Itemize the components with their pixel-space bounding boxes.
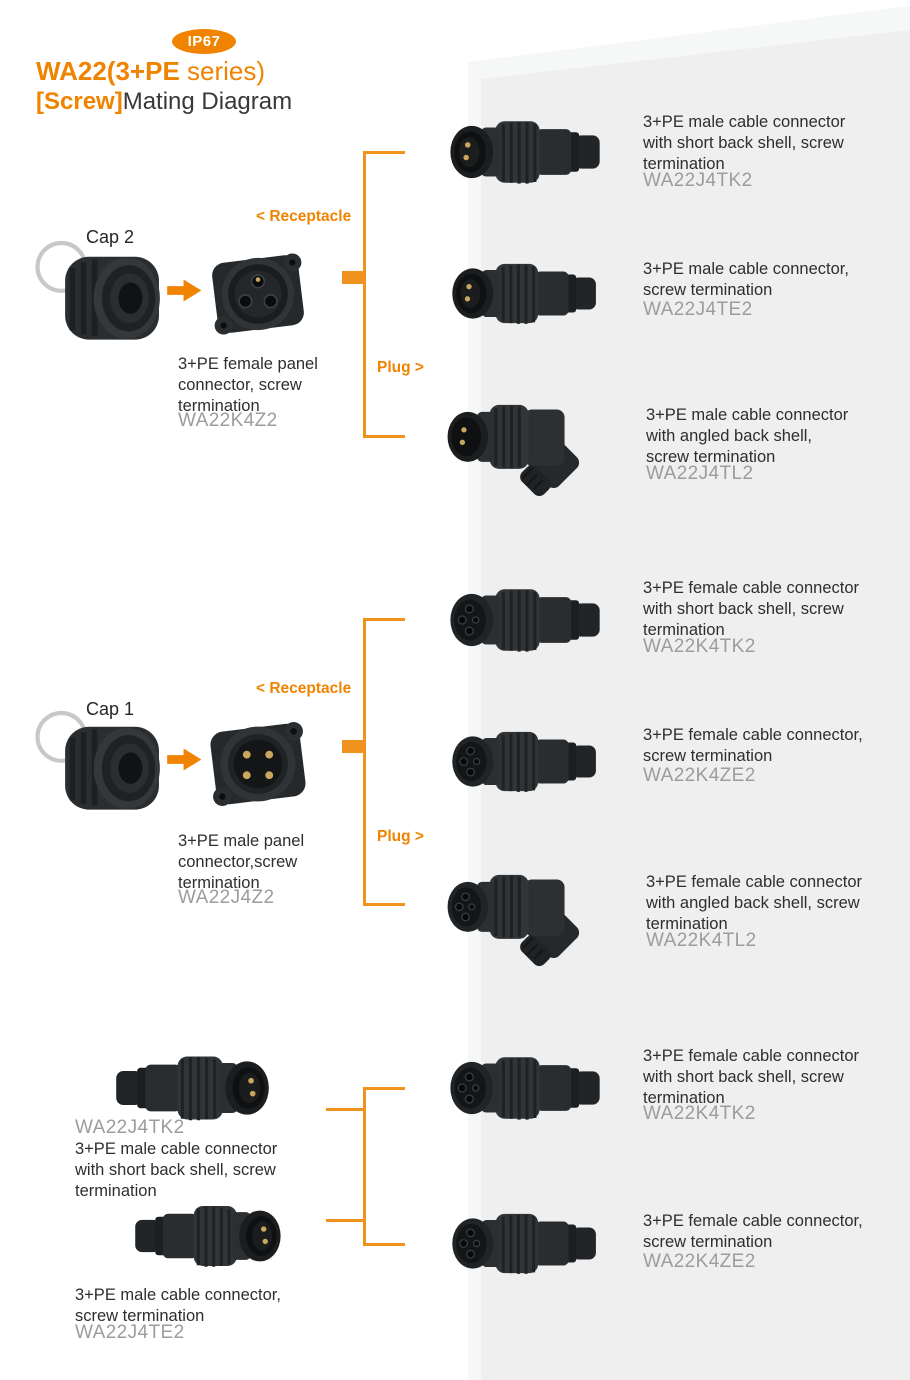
plug-desc: 3+PE female cable connector with angled … bbox=[646, 873, 863, 933]
plug-desc: 3+PE male cable connector with short bac… bbox=[643, 113, 846, 173]
cap2-image bbox=[32, 236, 170, 342]
male-cable-connector-short-image-group1 bbox=[448, 119, 602, 186]
receptacle-desc-group1: 3+PE female panel connector, screw termi… bbox=[178, 355, 318, 415]
cap2-label: Cap 2 bbox=[86, 227, 135, 247]
plug-desc: 3+PE female cable connector with short b… bbox=[643, 1047, 860, 1107]
subtitle-screw-tag: [Screw] bbox=[36, 88, 123, 115]
subtitle-text: Mating Diagram bbox=[122, 88, 293, 115]
title-series: WA22(3+PE bbox=[36, 56, 180, 86]
male-cable-connector-image-group1 bbox=[450, 262, 598, 326]
plug-desc: 3+PE male cable connector with angled ba… bbox=[646, 406, 849, 466]
bracket-top-arm-group3 bbox=[363, 1087, 405, 1090]
plug-part: WA22J4TE2 bbox=[643, 299, 753, 320]
plug-label-group1: Plug > bbox=[377, 359, 424, 376]
plug-part: WA22K4TL2 bbox=[646, 930, 757, 951]
bracket-bottom-arm-group3 bbox=[363, 1243, 405, 1246]
plug-desc: 3+PE female cable connector, screw termi… bbox=[643, 726, 863, 765]
plug-part: WA22K4TK2 bbox=[643, 1103, 756, 1124]
bracket-vertical-line-group2 bbox=[363, 618, 366, 906]
plug-desc: 3+PE female cable connector with short b… bbox=[643, 579, 860, 639]
female-cable-connector-short-image-group2 bbox=[448, 587, 602, 654]
receptacle-label-group1: < Receptacle bbox=[256, 208, 352, 225]
bracket-left-stub-bottom-group3 bbox=[326, 1219, 363, 1222]
cap1-image bbox=[32, 706, 170, 812]
plug-part: WA22J4TE2 bbox=[75, 1322, 185, 1343]
receptacle-part-group2: WA22J4Z2 bbox=[178, 887, 275, 908]
bracket-top-arm-group2 bbox=[363, 618, 405, 621]
bracket-bottom-arm-group2 bbox=[363, 903, 405, 906]
plug-part: WA22K4ZE2 bbox=[643, 765, 756, 786]
ip67-badge: IP67 bbox=[172, 29, 236, 54]
title-series-tail: series) bbox=[179, 56, 266, 86]
plug-label-group2: Plug > bbox=[377, 828, 424, 845]
cap1-label: Cap 1 bbox=[86, 699, 135, 719]
bracket-left-stub-top-group3 bbox=[326, 1108, 363, 1111]
female-cable-connector-image-group2 bbox=[450, 730, 598, 794]
arrow-right-icon bbox=[167, 748, 202, 771]
plug-desc: 3+PE female cable connector, screw termi… bbox=[643, 1212, 863, 1251]
receptacle-part-group1: WA22K4Z2 bbox=[178, 410, 278, 431]
plug-desc: 3+PE male cable connector, screw termina… bbox=[643, 260, 849, 299]
bracket-receptacle-stub-group1 bbox=[342, 271, 365, 284]
receptacle-desc-group2: 3+PE male panel connector,screw terminat… bbox=[178, 832, 305, 892]
female-cable-connector-angled-image-group2 bbox=[446, 873, 584, 968]
receptacle-label-group2: < Receptacle bbox=[256, 680, 352, 697]
male-panel-connector-image bbox=[205, 720, 311, 808]
plug-part: WA22K4ZE2 bbox=[643, 1251, 756, 1272]
male-cable-connector-image-group3 bbox=[133, 1204, 283, 1269]
plug-part: WA22J4TK2 bbox=[643, 170, 753, 191]
male-cable-connector-angled-image-group1 bbox=[446, 403, 584, 498]
female-cable-connector-short-image-group3 bbox=[448, 1055, 602, 1122]
bracket-top-arm-group1 bbox=[363, 151, 405, 154]
plug-part: WA22K4TK2 bbox=[643, 636, 756, 657]
female-cable-connector-image-group3 bbox=[450, 1212, 598, 1276]
bracket-receptacle-stub-group2 bbox=[342, 740, 365, 753]
arrow-right-icon bbox=[167, 279, 202, 302]
bracket-bottom-arm-group1 bbox=[363, 435, 405, 438]
female-panel-connector-image bbox=[206, 251, 310, 337]
plug-desc: 3+PE male cable connector, screw termina… bbox=[75, 1286, 281, 1325]
bracket-vertical-line-group1 bbox=[363, 151, 366, 438]
page-title: WA22(3+PE series) bbox=[36, 56, 265, 87]
plug-desc: 3+PE male cable connector with short bac… bbox=[75, 1140, 278, 1200]
bracket-vertical-line-group3 bbox=[363, 1087, 366, 1246]
page-subtitle: [Screw]Mating Diagram bbox=[36, 88, 292, 116]
plug-part: WA22J4TK2 bbox=[75, 1117, 185, 1138]
plug-part: WA22J4TL2 bbox=[646, 463, 754, 484]
